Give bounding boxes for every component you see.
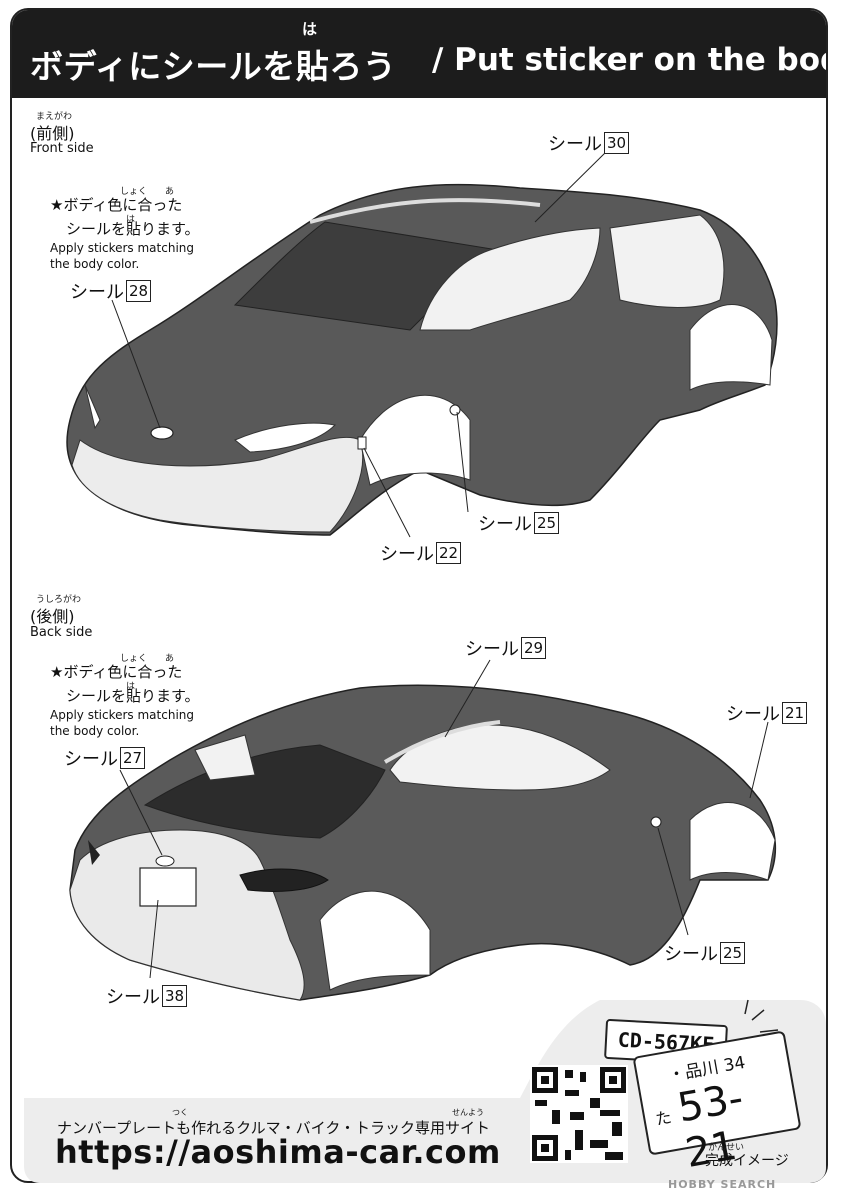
qr-code-icon — [530, 1065, 628, 1163]
page-title-jp: ボディにシールを貼ろう — [30, 47, 397, 86]
promo-ruby-senyou: せんよう — [452, 1108, 484, 1117]
front-note-ruby-ha: は — [126, 215, 136, 225]
front-title-en: Front side — [30, 141, 94, 156]
front-note-jp-2: シールを貼ります。 — [66, 220, 200, 238]
sticker-word: シール — [664, 944, 718, 965]
website-url[interactable]: https://aoshima-car.com — [55, 1133, 501, 1171]
header-ruby: は — [302, 20, 318, 38]
front-car-illustration — [66, 183, 778, 536]
sticker-number-38: 38 — [162, 985, 188, 1007]
sticker-number-27: 27 — [120, 747, 146, 769]
plate-kana: た — [654, 1107, 674, 1129]
front-ruby: まえがわ — [36, 112, 73, 122]
back-title-jp: (後側) — [30, 607, 75, 626]
watermark: HOBBY SEARCH — [668, 1178, 777, 1191]
sticker-word: シール — [478, 514, 532, 535]
sticker-word: シール — [548, 134, 602, 155]
sticker-word: シール — [380, 544, 434, 565]
front-note-en-1: Apply stickers matching — [50, 241, 194, 255]
sticker-number-21: 21 — [782, 702, 808, 724]
back-note-jp-1: ★ボディ色に合った — [50, 663, 183, 681]
back-note-jp-2: シールを貼ります。 — [66, 687, 200, 705]
sticker-number-22: 22 — [436, 542, 462, 564]
front-title-jp: (前側) — [30, 124, 75, 143]
back-car-illustration — [69, 684, 777, 1001]
front-note-ruby-shoku: しょく — [120, 187, 148, 197]
sticker-number-29: 29 — [521, 637, 547, 659]
sparkle-icon — [744, 999, 779, 1033]
front-note-ruby-a: あ — [165, 187, 175, 197]
promo-ruby-tsuku: つく — [172, 1108, 188, 1117]
back-note-en-1: Apply stickers matching — [50, 708, 194, 722]
sticker-number-25: 25 — [720, 942, 746, 964]
back-note-ruby-ha: は — [126, 682, 136, 692]
promo-text: ナンバープレートも作れるクルマ・バイク・トラック専用サイト — [57, 1119, 491, 1137]
sticker-number-30: 30 — [604, 132, 630, 154]
sticker-number-25: 25 — [534, 512, 560, 534]
front-note-en-2: the body color. — [50, 257, 140, 271]
sticker-word: シール — [64, 749, 118, 770]
back-note-ruby-shoku: しょく — [120, 654, 148, 664]
sticker-word: シール — [106, 987, 160, 1008]
page-title-en: / Put sticker on the body. — [432, 42, 828, 78]
back-ruby: うしろがわ — [36, 595, 82, 605]
back-title-en: Back side — [30, 625, 93, 640]
back-note-en-2: the body color. — [50, 724, 140, 738]
front-note-jp-1: ★ボディ色に合った — [50, 196, 183, 214]
sticker-word: シール — [465, 639, 519, 660]
sticker-word: シール — [70, 282, 124, 303]
instruction-frame: は ボディにシールを貼ろう / Put sticker on the body. — [10, 8, 828, 1183]
sticker-number-28: 28 — [126, 280, 152, 302]
completion-image-label: 完成イメージ — [705, 1153, 789, 1169]
back-note-ruby-a: あ — [165, 654, 175, 664]
page-header: は ボディにシールを貼ろう / Put sticker on the body. — [12, 10, 826, 98]
kansei-ruby: かんせい — [708, 1143, 745, 1153]
sticker-word: シール — [726, 704, 780, 725]
